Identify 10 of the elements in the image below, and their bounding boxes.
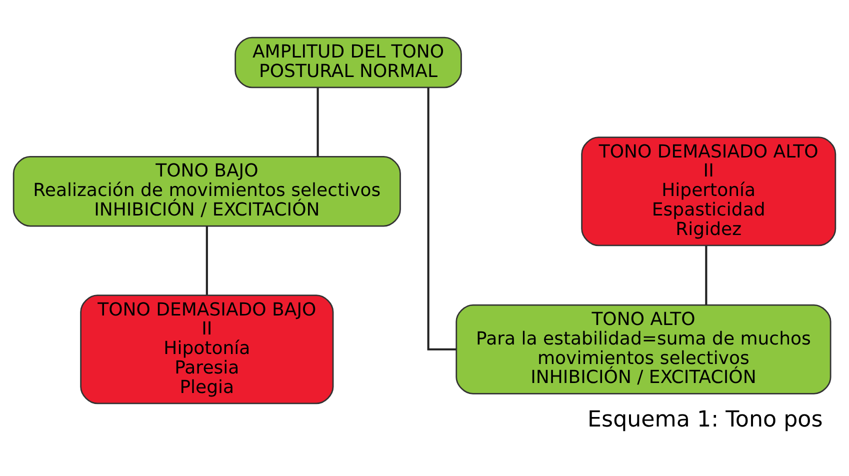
node-box: AMPLITUD DEL TONO POSTURAL NORMAL [234,36,462,88]
connector [705,245,708,304]
connector [206,226,208,294]
node-box: TONO DEMASIADO BAJO II Hipotonía Paresia Plegia [80,294,334,404]
connector [427,86,456,350]
connector [316,87,319,156]
node-box: TONO DEMASIADO ALTO II Hipertonía Espasticidad Rigidez [581,136,836,246]
node-box: TONO BAJO Realización de movimientos selectivos INHIBICIÓN / EXCITACIÓN [12,156,401,226]
node-box: TONO ALTO Para la estabilidad=suma de muchos movimientos selectivos INHIBICIÓN / EXCITACIÓN [456,304,832,394]
caption: Esquema 1: Tono pos [588,406,823,432]
